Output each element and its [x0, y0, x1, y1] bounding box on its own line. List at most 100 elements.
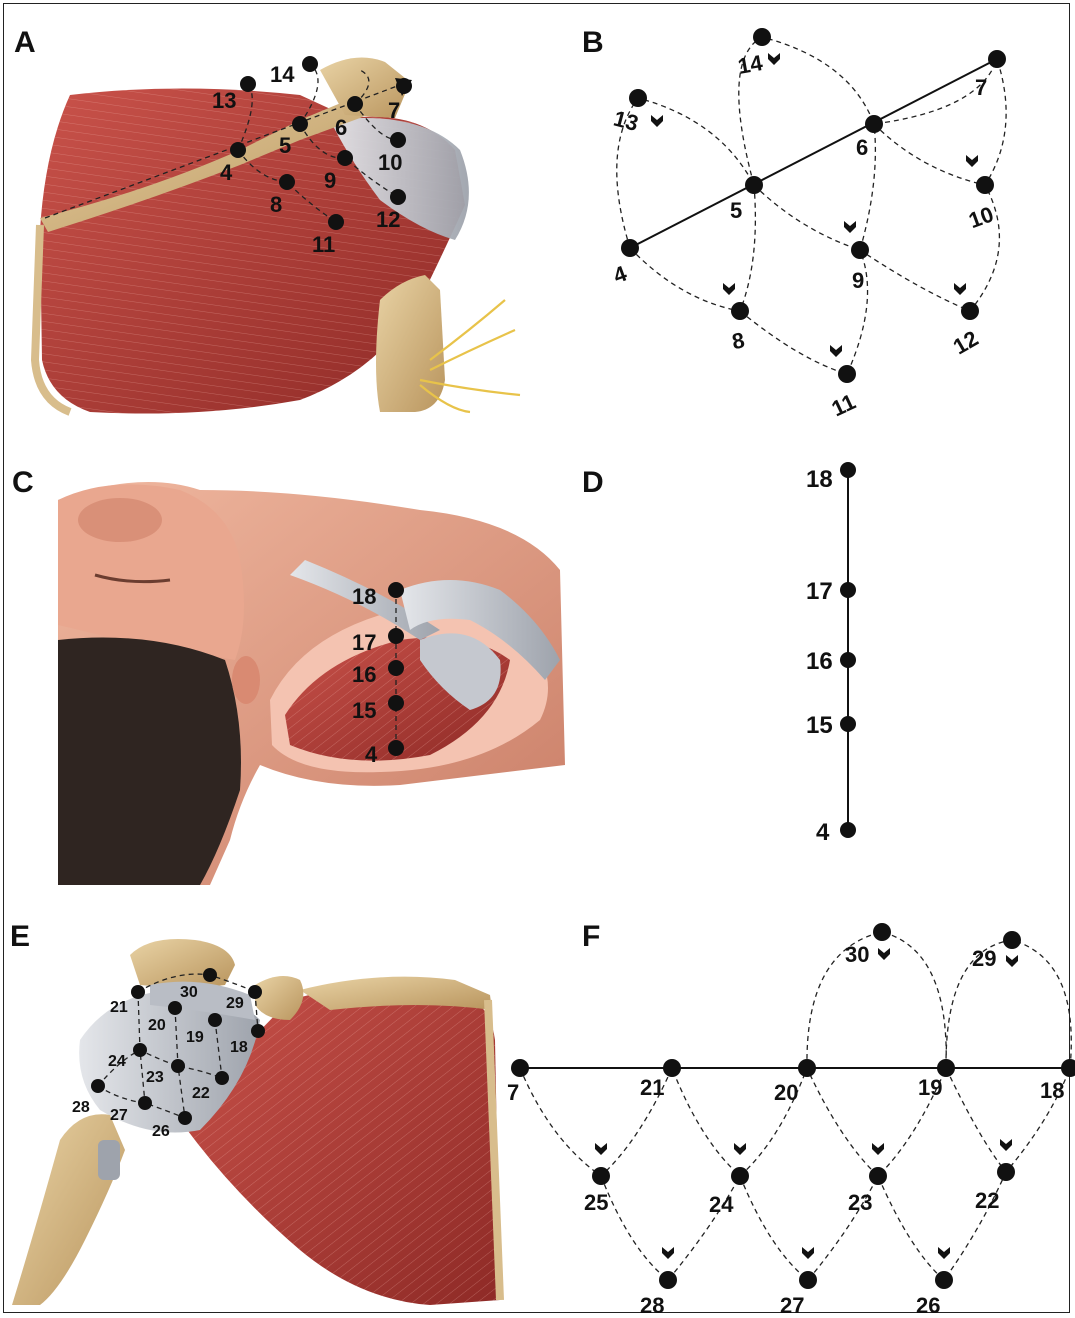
needle-arrow-icon	[723, 283, 735, 295]
injection-point-marker	[178, 1111, 192, 1125]
label-d-17: 17	[806, 578, 833, 605]
label-c-17: 17	[352, 630, 376, 655]
label-e-22: 22	[192, 1085, 210, 1102]
needle-arrow-icon	[595, 1143, 607, 1155]
needle-arrow-icon	[938, 1247, 950, 1259]
label-b-7: 7	[975, 75, 987, 100]
injection-point-marker	[337, 150, 353, 166]
label-f-20: 20	[774, 1080, 798, 1105]
injection-point-marker	[279, 174, 295, 190]
label-f-30: 30	[845, 942, 869, 967]
injection-point-marker	[171, 1059, 185, 1073]
injection-point-marker	[208, 1013, 222, 1027]
panel-letter-d: D	[582, 466, 604, 499]
b-main-line	[630, 59, 997, 248]
injection-point-marker	[302, 56, 318, 72]
label-e-30: 30	[180, 984, 198, 1001]
label-f-19: 19	[918, 1075, 942, 1100]
label-e-20: 20	[148, 1017, 166, 1034]
injection-point-marker	[215, 1071, 229, 1085]
label-a-12: 12	[376, 207, 400, 232]
injection-point-marker	[1003, 931, 1021, 949]
injection-point-marker	[347, 96, 363, 112]
injection-point-marker	[745, 176, 763, 194]
injection-point-marker	[388, 740, 404, 756]
label-a-10: 10	[378, 150, 402, 175]
injection-point-marker	[240, 76, 256, 92]
injection-point-marker	[390, 132, 406, 148]
needle-arrow-icon	[872, 1143, 884, 1155]
injection-point-marker	[799, 1271, 817, 1289]
injection-point-marker	[869, 1167, 887, 1185]
label-f-24: 24	[709, 1192, 734, 1217]
label-b-10: 10	[965, 201, 997, 233]
injection-point-marker	[388, 660, 404, 676]
injection-point-marker	[851, 241, 869, 259]
label-f-22: 22	[975, 1188, 999, 1213]
label-d-18: 18	[806, 466, 833, 493]
injection-point-marker	[865, 115, 883, 133]
injection-point-marker	[629, 89, 647, 107]
needle-arrow-icon	[1000, 1139, 1012, 1151]
needle-arrow-icon	[802, 1247, 814, 1259]
injection-point-marker	[388, 695, 404, 711]
label-a-14: 14	[270, 62, 295, 87]
panel-letter-a: A	[14, 26, 36, 59]
label-a-8: 8	[270, 192, 282, 217]
injection-point-marker	[988, 50, 1006, 68]
label-f-18: 18	[1040, 1078, 1064, 1103]
label-e-19: 19	[186, 1029, 204, 1046]
label-e-24: 24	[108, 1053, 126, 1070]
injection-point-marker	[388, 628, 404, 644]
injection-point-marker	[659, 1271, 677, 1289]
needle-arrow-icon	[966, 155, 978, 167]
panel-a-illustration	[35, 58, 520, 414]
label-b-12: 12	[949, 326, 983, 360]
injection-point-marker	[873, 923, 891, 941]
injection-point-marker	[388, 582, 404, 598]
injection-point-marker	[511, 1059, 529, 1077]
injection-point-marker	[935, 1271, 953, 1289]
label-d-16: 16	[806, 648, 833, 675]
injection-point-marker	[138, 1096, 152, 1110]
panel-letter-b: B	[582, 26, 604, 59]
injection-point-marker	[168, 1001, 182, 1015]
injection-point-marker	[961, 302, 979, 320]
label-b-5: 5	[730, 198, 742, 223]
label-b-11: 11	[828, 389, 860, 421]
injection-point-marker	[133, 1043, 147, 1057]
injection-point-marker	[230, 142, 246, 158]
injection-point-marker	[840, 716, 856, 732]
label-e-26: 26	[152, 1123, 170, 1140]
label-f-29: 29	[972, 946, 996, 971]
label-f-7: 7	[507, 1080, 519, 1105]
injection-point-marker	[621, 239, 639, 257]
injection-point-marker	[798, 1059, 816, 1077]
injection-point-marker	[753, 28, 771, 46]
injection-point-marker	[1061, 1059, 1075, 1077]
injection-point-marker	[292, 116, 308, 132]
label-b-9: 9	[852, 268, 864, 293]
panel-f-diagram: 30 29 7 21 20 19 18 25 24 23 22 28 27 26	[507, 923, 1075, 1318]
needle-arrow-icon	[651, 115, 663, 127]
label-b-13: 13	[611, 106, 641, 136]
label-e-18: 18	[230, 1039, 248, 1056]
label-c-4: 4	[365, 742, 378, 767]
label-a-11: 11	[312, 232, 335, 257]
label-e-28: 28	[72, 1099, 90, 1116]
label-e-23: 23	[146, 1069, 164, 1086]
injection-point-marker	[251, 1024, 265, 1038]
label-f-27: 27	[780, 1293, 804, 1318]
injection-point-marker	[731, 302, 749, 320]
panel-letter-f: F	[582, 920, 600, 953]
injection-point-marker	[840, 652, 856, 668]
label-b-4: 4	[610, 260, 631, 288]
needle-arrow-icon	[878, 948, 890, 960]
label-f-28: 28	[640, 1293, 664, 1318]
injection-point-marker	[840, 582, 856, 598]
panel-letter-c: C	[12, 466, 34, 499]
label-f-21: 21	[640, 1075, 664, 1100]
injection-point-marker	[91, 1079, 105, 1093]
label-c-15: 15	[352, 698, 376, 723]
